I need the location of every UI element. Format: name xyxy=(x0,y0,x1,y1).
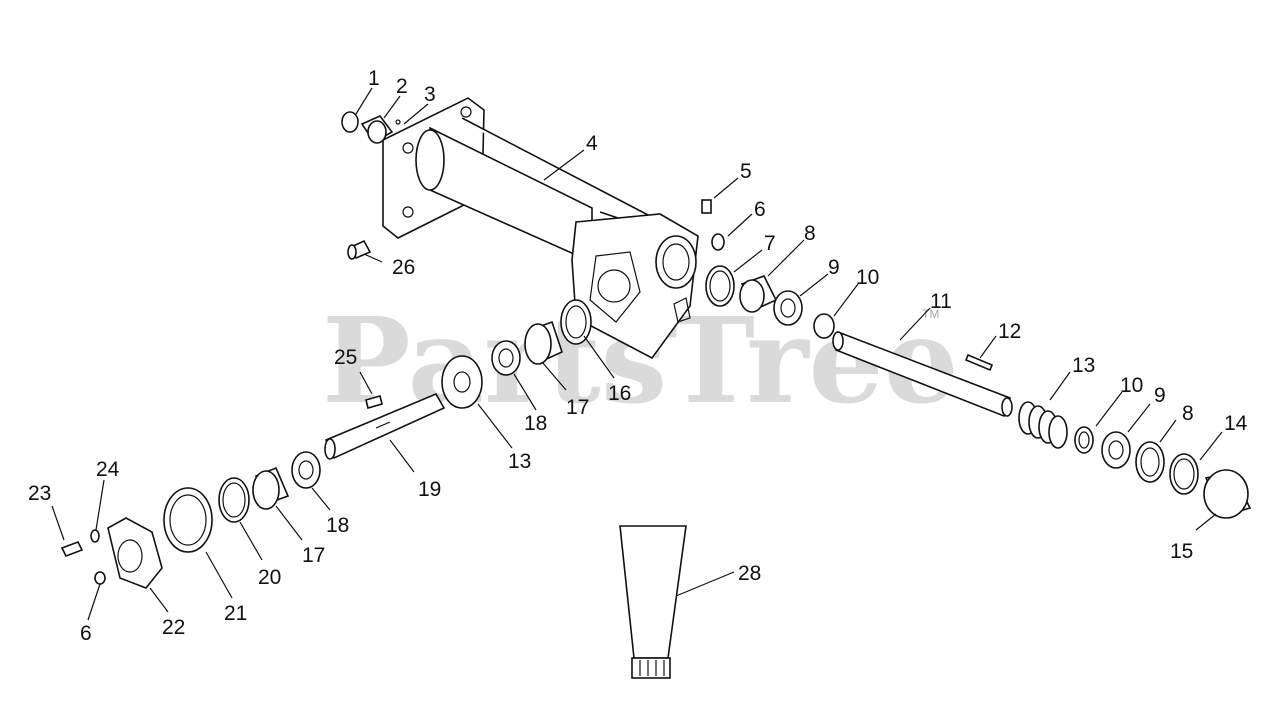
part-23-screw xyxy=(60,540,84,558)
label-9-lower: 9 xyxy=(1154,384,1166,407)
label-11: 11 xyxy=(930,290,952,313)
part-26 xyxy=(347,239,372,260)
label-18-lower: 18 xyxy=(326,514,349,537)
label-13-center: 13 xyxy=(508,450,531,473)
label-2: 2 xyxy=(396,75,408,98)
label-12: 12 xyxy=(998,320,1021,343)
part-17-lower xyxy=(252,466,290,510)
part-13-gear xyxy=(441,355,483,409)
part-2 xyxy=(360,115,394,144)
part-16-ring xyxy=(560,299,592,345)
label-8-upper: 8 xyxy=(804,222,816,245)
label-8-lower: 8 xyxy=(1182,402,1194,425)
part-9-upper xyxy=(773,290,803,326)
leader-lines xyxy=(51,87,1223,621)
part-6-lower xyxy=(94,571,106,585)
label-5: 5 xyxy=(740,160,752,183)
part-7 xyxy=(705,265,735,307)
label-7: 7 xyxy=(764,232,776,255)
label-28: 28 xyxy=(738,562,761,585)
label-6-lower: 6 xyxy=(80,622,92,645)
part-15-cap xyxy=(1203,469,1252,519)
part-14-ring xyxy=(1169,453,1199,495)
label-13-right: 13 xyxy=(1072,354,1095,377)
part-18-lower xyxy=(291,451,321,489)
part-24-washer xyxy=(90,529,100,543)
label-22: 22 xyxy=(162,616,185,639)
part-18-upper xyxy=(491,340,521,376)
part-8-upper xyxy=(739,275,778,313)
part-20-ring xyxy=(218,477,250,523)
label-15: 15 xyxy=(1170,540,1193,563)
part-labels: 1 2 3 4 5 6 7 8 9 10 11 12 13 10 9 8 14 … xyxy=(28,67,1248,645)
watermark-trademark: TM xyxy=(922,307,939,321)
part-13-worm xyxy=(1018,401,1068,449)
part-19-shaft xyxy=(324,392,446,460)
label-16: 16 xyxy=(608,382,631,405)
label-25: 25 xyxy=(334,346,357,369)
part-17-upper xyxy=(524,320,563,365)
part-1 xyxy=(341,111,359,133)
label-21: 21 xyxy=(224,602,247,625)
part-5 xyxy=(701,199,712,214)
part-8-lower xyxy=(1135,441,1165,483)
label-10-upper: 10 xyxy=(856,266,879,289)
label-3: 3 xyxy=(424,83,436,106)
label-10-lower: 10 xyxy=(1120,374,1143,397)
label-18-upper: 18 xyxy=(524,412,547,435)
part-28-grease-tube xyxy=(619,525,687,679)
label-9-upper: 9 xyxy=(828,256,840,279)
part-21-gasket xyxy=(163,487,213,553)
label-24: 24 xyxy=(96,458,120,481)
part-10-upper xyxy=(813,313,835,339)
label-4: 4 xyxy=(586,132,598,155)
label-17-lower: 17 xyxy=(302,544,325,567)
label-17-upper: 17 xyxy=(566,396,589,419)
label-20: 20 xyxy=(258,566,281,589)
label-19: 19 xyxy=(418,478,441,501)
part-22-cover xyxy=(107,517,163,589)
part-25-key xyxy=(365,395,383,409)
part-9-lower xyxy=(1101,431,1131,469)
label-26: 26 xyxy=(392,256,415,279)
label-23: 23 xyxy=(28,482,51,505)
label-14: 14 xyxy=(1224,412,1248,435)
part-6-upper xyxy=(711,233,725,251)
part-housing xyxy=(382,97,699,360)
part-11-shaft xyxy=(832,330,1013,418)
label-1: 1 xyxy=(368,67,380,90)
label-6-upper: 6 xyxy=(754,198,766,221)
part-3 xyxy=(395,119,401,125)
part-12-key xyxy=(964,353,994,372)
part-10-lower xyxy=(1074,426,1094,454)
